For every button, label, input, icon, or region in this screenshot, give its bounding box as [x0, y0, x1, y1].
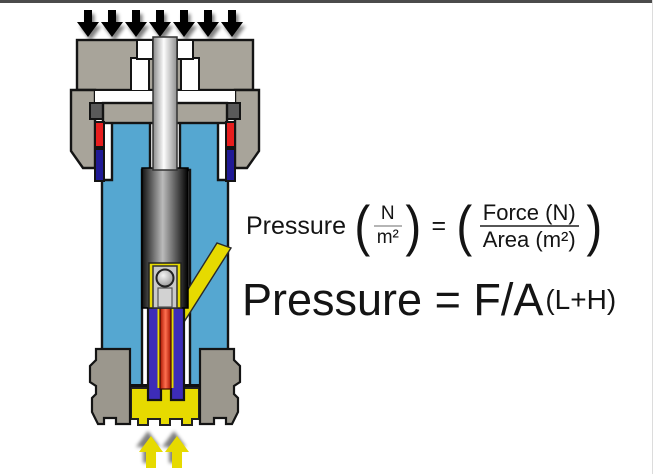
- fluid-chamber: [130, 387, 200, 426]
- oring-navy-right: [225, 148, 236, 182]
- open-paren: (: [354, 194, 371, 258]
- down-arrow-icon: [77, 10, 99, 37]
- open-paren: (: [456, 194, 473, 258]
- plunger-rod: [152, 36, 178, 171]
- ball-icon: [155, 268, 175, 288]
- capillary-core: [159, 301, 172, 390]
- cap-step-left: [130, 57, 150, 92]
- cap-left-wing: [69, 88, 97, 170]
- unit-fraction: N m²: [373, 202, 402, 249]
- up-arrow-icon: [139, 436, 163, 468]
- cap-step-right: [180, 57, 200, 92]
- area-denominator: Area (m²): [482, 227, 576, 253]
- close-paren: ): [586, 194, 602, 258]
- cap-notch-right: [176, 39, 194, 60]
- formula-word-pressure: Pressure: [246, 211, 347, 240]
- down-arrow-icon: [101, 10, 123, 37]
- cap-right-wing: [233, 88, 261, 170]
- equals-sign: =: [431, 211, 447, 240]
- base-nut-left: [88, 347, 132, 426]
- formula-short-subscript: (L+H): [545, 284, 617, 315]
- force-arrows: [77, 10, 246, 41]
- reaction-arrows: [136, 431, 189, 468]
- formula-pressure-short: Pressure = F/A(L+H): [242, 274, 616, 326]
- down-arrow-icon: [173, 10, 195, 37]
- valve-stem: [157, 287, 173, 308]
- down-arrow-icon: [197, 10, 219, 37]
- oring-red-left: [94, 121, 105, 148]
- formula-short-main: Pressure = F/A: [242, 274, 544, 325]
- base-nut-right: [198, 347, 242, 426]
- tube-liner-left: [157, 304, 160, 388]
- top-border: [0, 0, 653, 3]
- close-paren: ): [405, 194, 422, 258]
- oring-navy-left: [94, 148, 105, 182]
- oring-red-right: [225, 121, 236, 148]
- unit-denominator: m²: [376, 227, 399, 249]
- formula-pressure-units: Pressure ( N m² ) = ( Force (N) Area (m²…: [246, 192, 603, 260]
- up-arrow-icon: [165, 436, 189, 468]
- tube-liner-right: [171, 304, 174, 388]
- down-arrow-icon: [149, 10, 171, 37]
- fraction-bar: [373, 224, 402, 228]
- down-arrow-icon: [221, 10, 243, 37]
- unit-numerator: N: [380, 202, 395, 224]
- down-arrow-icon: [125, 10, 147, 37]
- fraction-bar: [479, 224, 579, 228]
- force-area-fraction: Force (N) Area (m²): [479, 199, 579, 253]
- force-numerator: Force (N): [482, 199, 576, 225]
- cap-notch-left: [136, 39, 154, 60]
